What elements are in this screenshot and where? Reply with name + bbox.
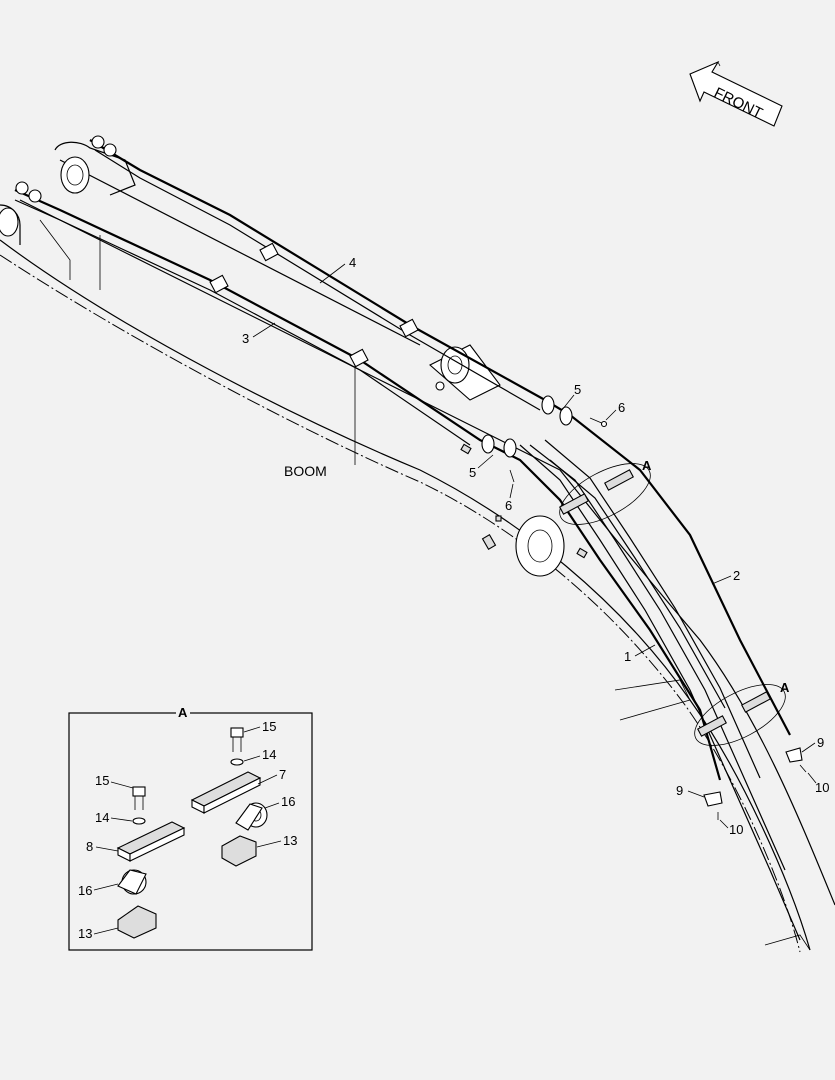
detail-title: A <box>178 705 188 720</box>
upper-clamp-13 <box>221 835 257 867</box>
detail-callout-16-upper: 16 <box>281 794 295 809</box>
front-arrow: FRONT <box>689 60 783 127</box>
clamp-group-a-lower <box>694 684 786 746</box>
callout-5-upper: 5 <box>574 382 581 397</box>
callout-2: 2 <box>733 568 740 583</box>
callout-4: 4 <box>349 255 356 270</box>
clamp-group-a-upper <box>559 463 651 525</box>
upper-spacer-16 <box>235 802 268 831</box>
detail-callout-13-lower: 13 <box>78 926 92 941</box>
lower-bolt-15 <box>132 786 146 810</box>
callout-6-lower: 6 <box>505 498 512 513</box>
detail-callout-15-upper: 15 <box>262 719 276 734</box>
flange-5-upper <box>541 395 573 426</box>
callout-a-lower: A <box>780 680 790 695</box>
clamp-plate-7 <box>190 771 262 814</box>
tip-fittings <box>15 135 117 203</box>
bolt-6-upper <box>589 417 608 428</box>
callout-3: 3 <box>242 331 249 346</box>
clamp-plate-8 <box>116 821 186 862</box>
lower-clamp-13 <box>117 905 157 939</box>
main-callouts: 4 3 5 6 5 6 A 2 1 A 9 10 9 10 <box>242 255 829 837</box>
boom-label: BOOM <box>284 463 327 479</box>
callout-9-left: 9 <box>676 783 683 798</box>
upper-bolt-15 <box>230 727 244 752</box>
lower-spacer-16 <box>117 869 147 895</box>
detail-callout-14-lower: 14 <box>95 810 109 825</box>
detail-callout-14-upper: 14 <box>262 747 276 762</box>
pipe-3 <box>14 188 722 781</box>
detail-callout-7: 7 <box>279 767 286 782</box>
upper-washer-14 <box>230 758 244 766</box>
callout-5-lower: 5 <box>469 465 476 480</box>
flange-5-lower <box>481 434 517 458</box>
callout-1: 1 <box>624 649 631 664</box>
callout-10-right: 10 <box>815 780 829 795</box>
clamp-9-upper <box>785 747 807 773</box>
detail-callout-15-lower: 15 <box>95 773 109 788</box>
callout-6-upper: 6 <box>618 400 625 415</box>
detail-callout-16-lower: 16 <box>78 883 92 898</box>
detail-callout-13-upper: 13 <box>283 833 297 848</box>
pipes-1-2 <box>519 439 801 941</box>
detail-view-a: A <box>68 704 313 951</box>
callout-9-right: 9 <box>817 735 824 750</box>
callout-10-left: 10 <box>729 822 743 837</box>
lower-washer-14 <box>132 817 146 825</box>
boom-body <box>0 141 835 953</box>
pipe-4 <box>89 139 791 736</box>
clamp-9-lower <box>703 791 723 820</box>
bolt-6-lower <box>509 469 515 483</box>
callout-a-upper: A <box>642 458 652 473</box>
detail-callout-8: 8 <box>86 839 93 854</box>
